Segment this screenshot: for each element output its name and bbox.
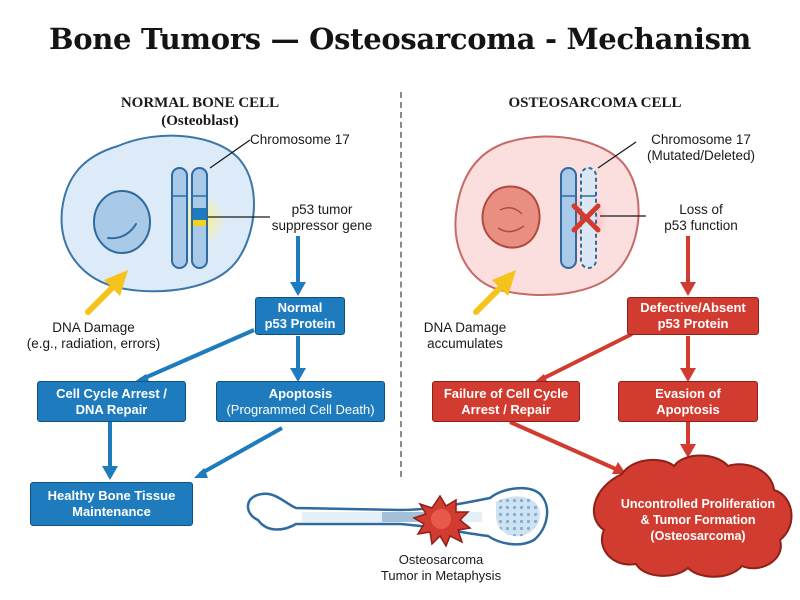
- bone-tumor-label-line2: Tumor in Metaphysis: [380, 568, 502, 583]
- bone-tumor-label-line1: Osteosarcoma: [398, 552, 484, 567]
- osteosarcoma-flow-arrows: [509, 236, 696, 474]
- loss-of-p53-label: Loss of p53 function: [646, 202, 756, 234]
- osteosarcoma-nucleus: [481, 185, 541, 249]
- osteosarcoma-dna-damage-line1: DNA Damage: [423, 320, 507, 335]
- deletion-x-mark: [571, 203, 601, 233]
- defective-p53-protein-box: Defective/Absent p53 Protein: [627, 297, 759, 335]
- tumor-mass: [412, 494, 472, 548]
- osteosarcoma-heading: OSTEOSARCOMA CELL: [508, 95, 682, 111]
- apoptosis-line1: Apoptosis: [268, 385, 333, 401]
- dna-damage-arrow-osteosarcoma: [473, 270, 516, 315]
- evasion-of-apoptosis-box: Evasion of Apoptosis: [618, 381, 758, 422]
- mutated-chromosome-line1: Chromosome 17: [651, 132, 751, 147]
- osteosarcoma-pointer-lines: [597, 141, 646, 217]
- proliferation-line3: (Osteosarcoma): [650, 529, 746, 543]
- failure-cell-cycle-line1: Failure of Cell Cycle: [443, 385, 569, 401]
- bone-tumor-label: Osteosarcoma Tumor in Metaphysis: [366, 552, 516, 584]
- proliferation-cloud: [592, 454, 793, 578]
- failure-cell-cycle-line2: Arrest / Repair: [461, 401, 551, 417]
- normal-p53-protein-box: Normal p53 Protein: [255, 297, 345, 335]
- loss-of-p53-line2: p53 function: [664, 218, 738, 233]
- normal-dna-damage-line1: DNA Damage: [52, 320, 135, 335]
- normal-nucleus: [93, 190, 151, 254]
- failure-cell-cycle-box: Failure of Cell Cycle Arrest / Repair: [432, 381, 580, 422]
- cell-cycle-arrest-box: Cell Cycle Arrest / DNA Repair: [37, 381, 186, 422]
- apoptosis-line2: (Programmed Cell Death): [226, 401, 375, 417]
- healthy-bone-tissue-box: Healthy Bone Tissue Maintenance: [30, 482, 193, 526]
- center-divider: [400, 92, 402, 477]
- loss-of-p53-line1: Loss of: [679, 202, 723, 217]
- normal-heading-line2: (Osteoblast): [161, 113, 239, 129]
- mutated-chromosome-line2: (Mutated/Deleted): [646, 148, 756, 163]
- healthy-bone-tissue-line2: Maintenance: [72, 504, 151, 519]
- p53-gene-label-line2: suppressor gene: [271, 218, 373, 233]
- normal-heading-line1: NORMAL BONE CELL: [120, 95, 280, 111]
- defective-p53-protein-line1: Defective/Absent: [640, 300, 746, 315]
- healthy-bone-tissue-line1: Healthy Bone Tissue: [47, 488, 176, 503]
- page-title: Bone Tumors — Osteosarcoma - Mechanism: [49, 22, 751, 56]
- proliferation-text: Uncontrolled Proliferation & Tumor Forma…: [604, 496, 792, 544]
- apoptosis-box: Apoptosis (Programmed Cell Death): [216, 381, 385, 422]
- normal-pointer-lines: [208, 139, 270, 218]
- chromosome-17-label: Chromosome 17: [250, 132, 350, 147]
- mutated-chromosome-label: Chromosome 17 (Mutated/Deleted): [636, 132, 766, 164]
- normal-p53-protein-line2: p53 Protein: [264, 316, 336, 331]
- normal-chromosome-17: [171, 167, 208, 269]
- proliferation-line1: Uncontrolled Proliferation: [620, 497, 776, 511]
- p53-gene-label-line1: p53 tumor: [291, 202, 353, 217]
- dna-damage-arrow-normal: [85, 270, 128, 315]
- cell-cycle-arrest-line1: Cell Cycle Arrest /: [56, 385, 167, 401]
- normal-dna-damage-line2: (e.g., radiation, errors): [26, 336, 161, 351]
- bone-illustration: [246, 486, 549, 546]
- defective-p53-protein-line2: p53 Protein: [657, 316, 729, 331]
- proliferation-line2: & Tumor Formation: [640, 513, 756, 527]
- p53-gene-label: p53 tumor suppressor gene: [262, 202, 382, 234]
- evasion-of-apoptosis-line2: Apoptosis: [656, 401, 720, 417]
- normal-p53-protein-line1: Normal: [277, 300, 323, 315]
- evasion-of-apoptosis-line1: Evasion of: [655, 385, 721, 401]
- normal-heading: NORMAL BONE CELL (Osteoblast): [105, 94, 295, 130]
- osteosarcoma-dna-damage-label: DNA Damage accumulates: [410, 320, 520, 352]
- cell-cycle-arrest-line2: DNA Repair: [75, 401, 148, 417]
- osteosarcoma-dna-damage-line2: accumulates: [427, 336, 503, 351]
- normal-dna-damage-label: DNA Damage (e.g., radiation, errors): [6, 320, 181, 352]
